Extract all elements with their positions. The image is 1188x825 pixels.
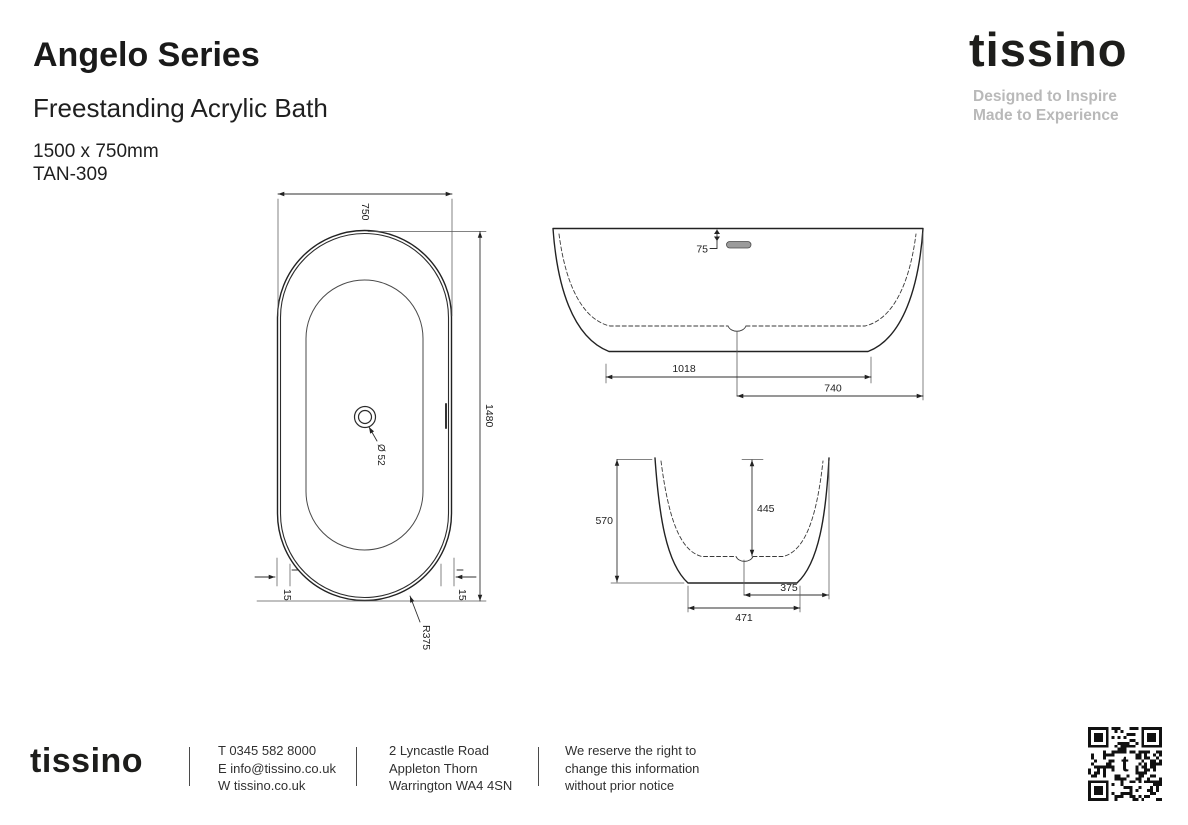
end-drain-recess [735, 556, 754, 562]
qr-finder-top-right [1141, 727, 1162, 748]
dim-rim-right: 15 [456, 589, 468, 601]
drain-leader-line [368, 426, 378, 442]
dim-base-width: 471 [735, 612, 753, 624]
footer-divider [356, 747, 357, 786]
dim-drain-diameter: Ø 52 [375, 444, 386, 466]
product-subtitle: Freestanding Acrylic Bath [33, 93, 328, 123]
footer-divider [189, 747, 190, 786]
drain-inner-circle [357, 409, 373, 425]
contact-email: E info@tissino.co.uk [218, 760, 336, 776]
address-line-3: Warrington WA4 4SN [389, 778, 513, 793]
radius-leader-line [409, 595, 421, 623]
dim-plan-length: 1480 [483, 404, 495, 428]
brand-logo: tissino [969, 23, 1128, 76]
contact-web: W tissino.co.uk [218, 778, 306, 793]
notice-line-3: without prior notice [565, 778, 675, 793]
footer-brand-logo: tissino [30, 742, 144, 780]
plan-view-drawing: 750 1480 Ø 52 15 15 R375 [254, 191, 495, 650]
product-code: TAN-309 [33, 164, 108, 185]
overflow-slot [726, 241, 752, 249]
dim-arrowhead [714, 236, 720, 241]
qr-center-glyph: t [1121, 751, 1129, 776]
dim-drain-offset: 740 [824, 383, 842, 395]
dim-inner-depth: 445 [757, 503, 775, 515]
plan-inner-rim [279, 232, 450, 599]
dim-base-length: 1018 [672, 363, 696, 375]
side-view-drawing: 75 1018 740 [552, 227, 924, 401]
brand-tagline: Designed to Inspire Made to Experience [973, 87, 1119, 125]
qr-finder-bottom-left [1088, 780, 1109, 801]
product-size: 1500 x 750mm [33, 141, 159, 162]
dim-leader-stub [709, 240, 718, 249]
side-interior-dashed [558, 233, 917, 327]
address-line-2: Appleton Thorn [389, 760, 478, 776]
page-title: Angelo Series [33, 36, 260, 74]
dim-plan-width: 750 [359, 203, 371, 221]
qr-finder-top-left [1088, 727, 1109, 748]
notice-line-2: change this information [565, 760, 700, 776]
dim-end-drain-offset: 375 [780, 582, 798, 594]
footer-address: 2 Lyncastle Road Appleton Thorn Warringt… [389, 742, 512, 795]
dim-corner-radius: R375 [420, 625, 432, 650]
tagline-line-1: Designed to Inspire [973, 88, 1117, 105]
footer-contact: T 0345 582 8000 E info@tissino.co.uk W t… [218, 742, 336, 795]
address-line-1: 2 Lyncastle Road [389, 743, 489, 758]
side-profile-outline [552, 227, 924, 353]
notice-line-1: We reserve the right to [565, 743, 697, 758]
end-interior-dashed [660, 460, 824, 557]
dim-rim-left: 15 [281, 589, 293, 601]
tagline-line-2: Made to Experience [973, 107, 1119, 124]
plan-outer-rim [276, 229, 453, 602]
plan-basin-outline [305, 279, 424, 551]
footer-notice: We reserve the right to change this info… [565, 742, 699, 795]
contact-phone: T 0345 582 8000 [218, 743, 317, 758]
end-profile-outline [654, 457, 830, 584]
drain-outer-circle [353, 405, 377, 429]
dim-overflow-height: 75 [696, 244, 708, 256]
dim-arrowhead [714, 229, 720, 234]
dim-overall-height: 570 [595, 515, 613, 527]
qr-center-blank [1114, 753, 1136, 775]
qr-modules [1088, 727, 1162, 801]
end-view-drawing: 570 445 375 471 [595, 457, 830, 624]
qr-code: t [1088, 727, 1162, 801]
footer-divider [538, 747, 539, 786]
side-drain-recess [727, 325, 747, 332]
